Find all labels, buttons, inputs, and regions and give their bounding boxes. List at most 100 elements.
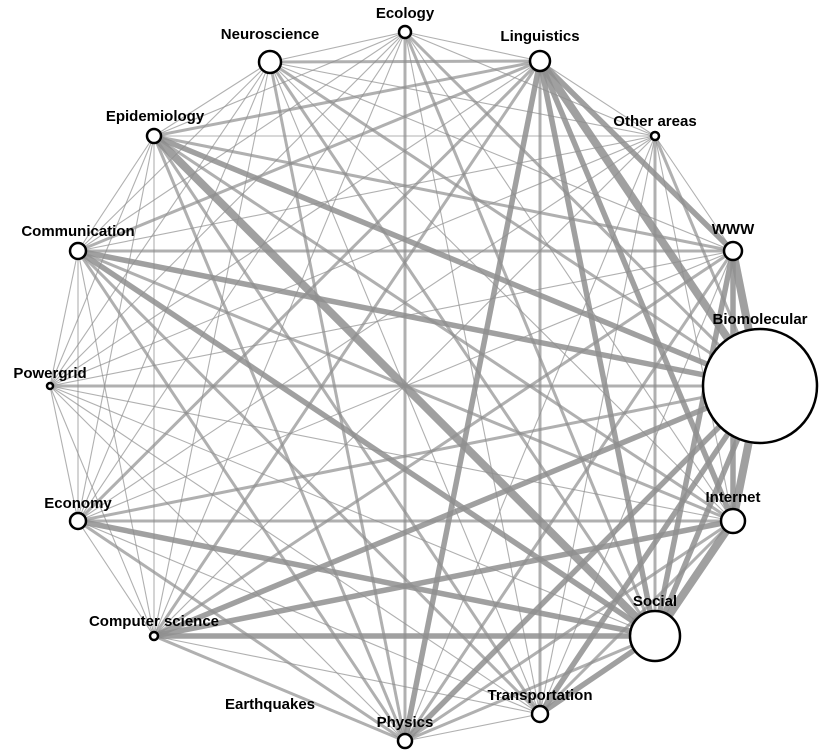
label-other-areas: Other areas [613,113,696,130]
node-www [722,240,744,262]
edge-physics-transportation [404,713,541,742]
edge-neuroscience-other_areas [269,61,656,137]
edge-economy-ecology [77,31,406,522]
node-linguistics [528,49,552,73]
node-social [628,609,682,663]
edge-linguistics-ecology [404,31,541,62]
edge-transportation-ecology [404,31,541,715]
edge-transportation-neuroscience [269,61,541,715]
edge-communication-physics [76,250,407,742]
node-other-areas [649,130,661,142]
edge-physics-other_areas [404,135,656,742]
edge-social-ecology [403,31,657,637]
edge-computer_science-ecology [153,31,406,637]
edge-transportation-powergrid [49,385,541,715]
edge-www-other_areas [654,135,734,252]
edge-neuroscience-powergrid [49,61,271,387]
edge-www-transportation [539,250,734,715]
edge-biomolecular-linguistics [536,58,764,389]
label-epidemiology: Epidemiology [106,108,205,125]
edge-www-neuroscience [269,61,734,252]
label-earthquakes: Earthquakes [225,696,315,713]
edge-biomolecular-transportation [537,384,763,716]
node-economy [68,511,88,531]
edge-internet-ecology [404,31,734,522]
label-powergrid: Powergrid [13,365,86,382]
label-biomolecular: Biomolecular [712,311,807,328]
edge-linguistics-computer_science [152,60,542,637]
label-communication: Communication [21,223,134,240]
edge-neuroscience-ecology [269,31,406,63]
edge-communication-neuroscience [77,61,271,252]
edge-computer_science-neuroscience [153,61,271,637]
edge-epidemiology-powergrid [49,135,155,387]
label-social: Social [633,593,677,610]
edge-epidemiology-economy [77,135,155,522]
label-ecology: Ecology [376,5,435,22]
edge-www-epidemiology [153,134,734,253]
edge-economy-computer_science [77,520,155,637]
label-computer-science: Computer science [89,613,219,630]
edge-internet-other_areas [654,135,734,522]
edge-communication-ecology [77,31,406,252]
nodes-layer [45,24,819,750]
edge-linguistics-other_areas [539,60,656,137]
node-internet [719,507,747,535]
node-communication [68,241,88,261]
edge-communication-other_areas [77,135,656,252]
node-transportation [530,704,550,724]
edge-www-powergrid [49,250,734,387]
edge-social-communication [76,248,657,639]
edge-epidemiology-neuroscience [153,61,271,137]
edge-linguistics-physics [402,60,543,742]
edge-communication-powergrid [49,250,79,387]
label-internet: Internet [705,489,760,506]
edge-internet-powergrid [49,385,734,522]
edge-www-physics [403,250,735,742]
edge-internet-physics [404,519,734,743]
label-economy: Economy [44,495,112,512]
edge-economy-powergrid [49,385,79,522]
edge-physics-economy [77,519,406,743]
edge-ecology-other_areas [404,31,656,137]
edge-epidemiology-transportation [152,135,542,715]
label-transportation: Transportation [487,687,592,704]
edge-social-powergrid [49,385,656,637]
edge-ecology-powergrid [49,31,406,387]
edge-communication-computer_science [77,250,155,637]
edge-economy-transportation [77,520,541,715]
edges-layer [49,30,764,743]
node-powergrid [45,381,55,391]
label-www: WWW [712,221,755,238]
edge-social-neuroscience [268,61,657,637]
edge-www-linguistics [538,59,735,253]
edge-physics-computer_science [153,634,406,743]
edge-internet-epidemiology [153,134,734,523]
edge-powergrid-other_areas [49,135,656,387]
edge-linguistics-epidemiology [153,59,541,138]
node-biomolecular [701,327,819,445]
edge-epidemiology-communication [77,135,155,252]
edge-internet-computer_science [153,518,734,639]
edge-economy-neuroscience [77,61,271,522]
edge-biomolecular-economy [77,384,761,523]
edge-communication-transportation [76,249,542,716]
edge-computer_science-powergrid [49,385,155,637]
edge-social-www [652,250,736,637]
label-neuroscience: Neuroscience [221,26,319,43]
edge-linguistics-economy [76,59,542,523]
edge-www-computer_science [153,249,734,638]
edge-physics-neuroscience [268,61,407,742]
node-epidemiology [145,127,163,145]
edge-computer_science-transportation [153,635,541,715]
label-physics: Physics [377,714,434,731]
edge-transportation-other_areas [539,135,656,715]
edge-internet-neuroscience [269,61,734,522]
label-linguistics: Linguistics [500,28,579,45]
node-computer-science [148,630,160,642]
edge-biomolecular-communication [77,248,761,389]
node-ecology [397,24,413,40]
node-neuroscience [257,49,283,75]
